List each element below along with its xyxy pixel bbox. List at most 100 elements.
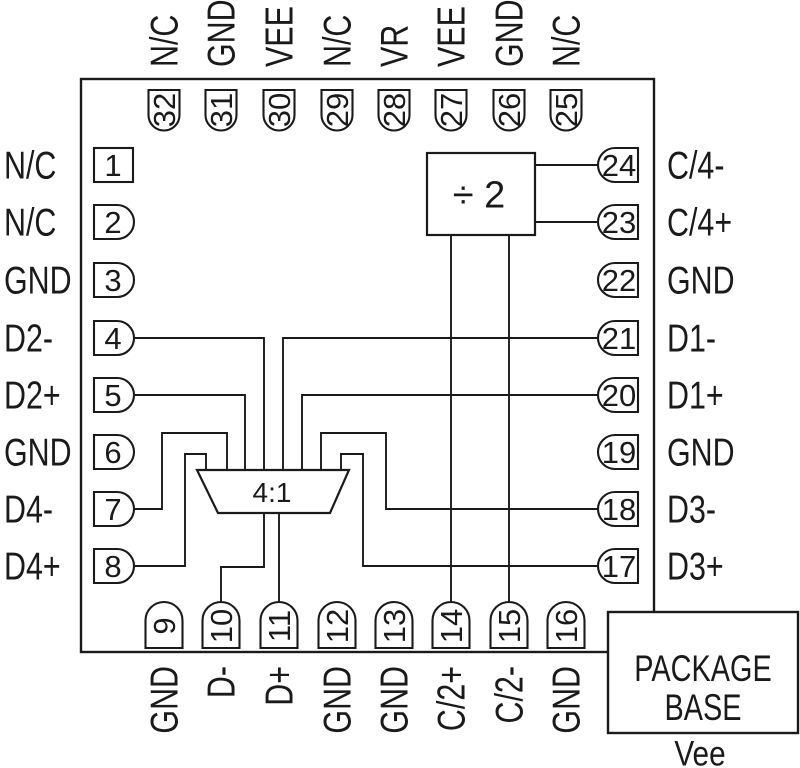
pin-15: 15C/2- xyxy=(489,601,532,724)
wire-pin5-to-mux xyxy=(134,394,246,470)
pin-18-shape xyxy=(596,490,640,528)
pin-5-shape xyxy=(92,376,136,414)
pin-4-shape xyxy=(92,319,136,357)
pin-5-number: 5 xyxy=(104,378,121,413)
pin-24-shape xyxy=(596,146,640,184)
pin-4-label: D2- xyxy=(4,318,53,361)
pin-4-number: 4 xyxy=(104,321,121,356)
pin-25-label: N/C xyxy=(546,15,589,67)
pin-29: 29N/C xyxy=(317,15,360,132)
pin-5: 5 D2+ xyxy=(4,375,136,418)
pin-19-shape xyxy=(596,433,640,471)
pin-14: 14C/2+ xyxy=(431,601,474,731)
wire-pin8-to-mux xyxy=(134,453,207,567)
pin-19-label: GND xyxy=(667,432,735,475)
pin-14-label: C/2+ xyxy=(431,666,474,731)
pin-10-label: D- xyxy=(201,666,244,698)
pin-19-number: 19 xyxy=(602,435,636,470)
pin-25-number: 25 xyxy=(549,93,584,127)
divider-label: ÷ 2 xyxy=(453,174,506,216)
wire-pin20-to-mux xyxy=(301,394,598,470)
pin-29-shape xyxy=(320,88,354,132)
pin-12-shape xyxy=(317,601,357,650)
mux-4to1-shape xyxy=(195,468,351,515)
pin-26-number: 26 xyxy=(492,93,527,127)
pin-14-number: 14 xyxy=(434,609,469,643)
pin-8-number: 8 xyxy=(104,549,121,584)
pin-22-number: 22 xyxy=(602,263,636,298)
pin-17-shape xyxy=(596,547,640,585)
pin-26: 26 GND xyxy=(489,0,532,132)
package-base-line2: BASE xyxy=(665,687,742,728)
pin-1-number: 1 xyxy=(104,148,121,183)
pin-18-number: 18 xyxy=(602,492,636,527)
pin-30-number: 30 xyxy=(262,93,297,127)
pin-27-label: VEE xyxy=(431,6,474,67)
divide-by-2-block: ÷ 2 xyxy=(425,151,537,237)
pin-5-label: D2+ xyxy=(4,375,61,418)
pin-15-shape xyxy=(489,601,529,650)
pin-11-shape xyxy=(259,601,299,650)
pin-13-number: 13 xyxy=(377,609,412,643)
mux-4to1-block: 4:1 xyxy=(195,468,351,515)
pin-20-number: 20 xyxy=(602,378,636,413)
pin-25: 25 N/C xyxy=(546,15,589,132)
pin-9-number: 9 xyxy=(147,617,182,634)
pin-31-label: GND xyxy=(201,0,244,67)
pin-15-label: C/2- xyxy=(489,666,532,724)
pin-9-shape xyxy=(144,601,184,650)
pin-8-label: D4+ xyxy=(4,546,61,589)
pin-16-number: 16 xyxy=(549,609,584,643)
divide-by-2-shape xyxy=(425,151,537,237)
pin-20-label: D1+ xyxy=(667,375,724,418)
pin-23-label: C/4+ xyxy=(667,202,732,245)
pin-13-shape xyxy=(374,601,414,650)
pin-20-shape xyxy=(596,376,640,414)
pin-10-number: 10 xyxy=(204,609,239,643)
pin-21-number: 21 xyxy=(602,321,636,356)
pin-15-number: 15 xyxy=(492,609,527,643)
pin-22-shape xyxy=(596,261,640,299)
pin-10: 10D- xyxy=(201,601,244,698)
pin-24-label: C/4- xyxy=(667,145,725,188)
pin-10-shape xyxy=(201,601,241,650)
pin-11: 11D+ xyxy=(259,601,302,706)
pin-29-number: 29 xyxy=(320,93,355,127)
pin-31-number: 31 xyxy=(204,93,239,127)
pin-19: 19 GND xyxy=(596,432,735,475)
pin-30: 30 VEE xyxy=(259,6,302,132)
wire-pin7-to-mux xyxy=(134,432,228,510)
pin-6-shape xyxy=(92,433,136,471)
pin-26-shape xyxy=(492,88,526,132)
pin-26-label: GND xyxy=(489,0,532,67)
pin-32-shape xyxy=(147,88,181,132)
pin-20: 20 D1+ xyxy=(596,375,724,418)
pin-8: 8 D4+ xyxy=(4,546,136,589)
wire-pin17-to-mux xyxy=(340,453,598,567)
pin-1-shape xyxy=(92,146,135,184)
pin-32-number: 32 xyxy=(147,93,182,127)
pin-31: 31 GND xyxy=(201,0,244,132)
pin-32-label: N/C xyxy=(144,15,187,67)
pin-2: 2N/C xyxy=(4,202,136,245)
pin-7-shape xyxy=(92,490,136,528)
pin-11-label: D+ xyxy=(259,666,302,706)
pin-18-label: D3- xyxy=(667,489,716,532)
wire-pin21-to-mux xyxy=(282,337,598,470)
pin-12-label: GND xyxy=(317,666,360,734)
pin-30-label: VEE xyxy=(259,6,302,67)
pin-28-number: 28 xyxy=(377,93,412,127)
